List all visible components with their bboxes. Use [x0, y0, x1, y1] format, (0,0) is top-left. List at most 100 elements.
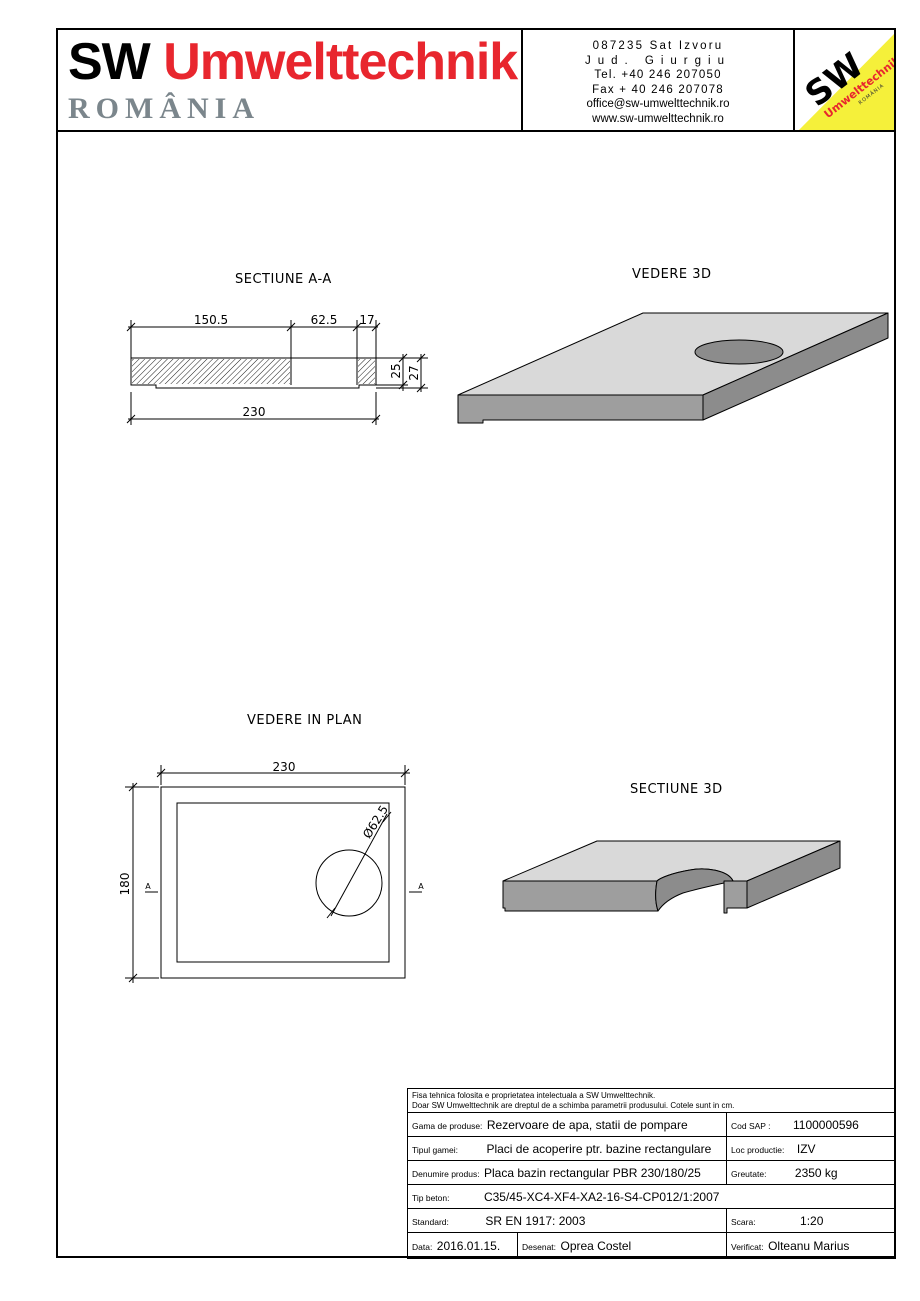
cell-denumire: Denumire produs: Placa bazin rectangular… — [407, 1160, 727, 1185]
tick — [398, 380, 408, 390]
beton-label: Tip beton: — [412, 1192, 450, 1203]
section-aa-drawing — [126, 320, 428, 425]
dim-label-thickness-inner: 25 — [389, 363, 403, 378]
denumire-value: Placa bazin rectangular PBR 230/180/25 — [484, 1165, 701, 1180]
standard-label: Standard: — [412, 1216, 449, 1227]
title-section-aa: SECTIUNE A-A — [235, 272, 332, 287]
desenat-label: Desenat: — [522, 1241, 557, 1252]
scara-value: 1:20 — [800, 1213, 824, 1228]
dim-label-total: 230 — [243, 405, 266, 419]
section-front-right — [723, 880, 748, 914]
title-section-3d: SECTIUNE 3D — [630, 782, 723, 797]
view-3d-drawing — [457, 312, 889, 424]
slab-front-face — [457, 394, 704, 424]
title-view-3d: VEDERE 3D — [632, 267, 712, 282]
note-line-1: Fisa tehnica folosita e proprietatea int… — [412, 1090, 656, 1100]
note-line-2: Doar SW Umwelttechnik are dreptul de a s… — [412, 1100, 735, 1110]
section-3d-drawing — [502, 840, 841, 914]
tick — [326, 907, 336, 919]
cell-beton: Tip beton: C35/45-XC4-XF4-XA2-16-S4-CP01… — [407, 1184, 896, 1209]
verificat-value: Olteanu Marius — [768, 1238, 850, 1253]
cell-scara: Scara: 1:20 — [726, 1208, 896, 1233]
tick — [128, 973, 138, 983]
address-web: www.sw-umwelttechnik.ro — [592, 112, 724, 125]
hole-diameter-line — [330, 813, 388, 917]
brand-wordmark: SW Umwelttechnik — [68, 32, 518, 92]
verificat-label: Verificat: — [731, 1241, 764, 1252]
company-logo: SW Umwelttechnik ROMÂNIA — [793, 28, 896, 132]
hatch-left — [132, 359, 290, 384]
tick — [400, 768, 410, 778]
title-plan-view: VEDERE IN PLAN — [247, 713, 363, 728]
hatch-right — [358, 359, 375, 384]
tick — [126, 322, 136, 332]
tick — [352, 322, 362, 332]
tick — [286, 322, 296, 332]
section-front-left — [502, 880, 659, 912]
technical-drawings: 150.5 62.5 17 230 25 27 230 180 Ø62.5 — [118, 312, 889, 983]
cell-loc: Loc productie: IZV — [726, 1136, 896, 1161]
company-address: 087235 Sat Izvoru Jud. Giurgiu Tel. +40 … — [521, 28, 795, 132]
desenat-value: Oprea Costel — [560, 1238, 632, 1253]
cell-greutate: Greutate: 2350 kg — [726, 1160, 896, 1185]
cell-standard: Standard: SR EN 1917: 2003 — [407, 1208, 727, 1233]
tip-value: Placi de acoperire ptr. bazine rectangul… — [486, 1141, 712, 1156]
dim-label-plan-width: 180 — [118, 873, 132, 896]
tick — [128, 782, 138, 792]
address-line: 087235 Sat Izvoru — [592, 40, 724, 52]
section-marker-left: A — [145, 882, 151, 891]
tick — [371, 414, 381, 424]
cell-gama: Gama de produse: Rezervoare de apa, stat… — [407, 1112, 727, 1137]
address-line: Tel. +40 246 207050 — [594, 69, 722, 81]
scara-label: Scara: — [731, 1216, 756, 1227]
section-hole-cut — [655, 868, 734, 912]
address-line: Jud. Giurgiu — [584, 54, 731, 67]
data-label: Data: — [412, 1241, 433, 1252]
cell-desenat: Desenat: Oprea Costel — [517, 1232, 727, 1259]
cod-label: Cod SAP : — [731, 1120, 771, 1131]
slab-hole — [694, 339, 784, 365]
tick — [156, 768, 166, 778]
plan-view-drawing — [125, 765, 422, 983]
dim-label-seg1: 150.5 — [194, 313, 228, 327]
tick — [416, 383, 426, 393]
dim-label-thickness-outer: 27 — [407, 365, 421, 380]
title-block-note: Fisa tehnica folosita e proprietatea int… — [407, 1088, 896, 1113]
tip-label: Tipul gamei: — [412, 1144, 458, 1155]
brand-sw: SW — [68, 33, 151, 91]
greutate-label: Greutate: — [731, 1168, 767, 1179]
tick — [126, 414, 136, 424]
plan-inner-edge — [176, 802, 390, 963]
tick — [398, 353, 408, 363]
section-marker-right: A — [418, 882, 424, 891]
dim-label-seg2: 62.5 — [311, 313, 338, 327]
cell-verificat: Verificat: Olteanu Marius — [726, 1232, 896, 1259]
dim-label-seg3: 17 — [359, 313, 374, 327]
greutate-value: 2350 kg — [794, 1165, 838, 1180]
cell-tip: Tipul gamei: Placi de acoperire ptr. baz… — [407, 1136, 727, 1161]
plan-hole — [315, 849, 383, 917]
slab-outline — [130, 357, 377, 389]
plan-outer-edge — [160, 786, 406, 979]
tick — [382, 811, 392, 823]
loc-value: IZV — [796, 1141, 816, 1156]
address-line: Fax + 40 246 207078 — [592, 83, 724, 96]
data-value: 2016.01.15. — [436, 1238, 501, 1253]
cod-value: 1100000596 — [793, 1117, 859, 1132]
logo-graphic: SW Umwelttechnik ROMÂNIA — [798, 34, 894, 130]
beton-value: C35/45-XC4-XF4-XA2-16-S4-CP012/1:2007 — [483, 1189, 720, 1204]
gama-label: Gama de produse: — [412, 1120, 483, 1131]
denumire-label: Denumire produs: — [412, 1168, 480, 1179]
brand-name: Umwelttechnik — [163, 33, 518, 91]
cell-cod: Cod SAP : 1100000596 — [726, 1112, 896, 1137]
brand-country: ROMÂNIA — [68, 92, 260, 125]
company-brand: SW Umwelttechnik ROMÂNIA — [56, 28, 523, 132]
tick — [371, 322, 381, 332]
dim-label-plan-length: 230 — [273, 760, 296, 774]
cell-data: Data: 2016.01.15. — [407, 1232, 518, 1259]
tick — [416, 353, 426, 363]
loc-label: Loc productie: — [731, 1144, 785, 1155]
address-email: office@sw-umwelttechnik.ro — [586, 98, 730, 110]
gama-value: Rezervoare de apa, statii de pompare — [486, 1117, 688, 1132]
title-block: Fisa tehnica folosita e proprietatea int… — [407, 1088, 896, 1259]
